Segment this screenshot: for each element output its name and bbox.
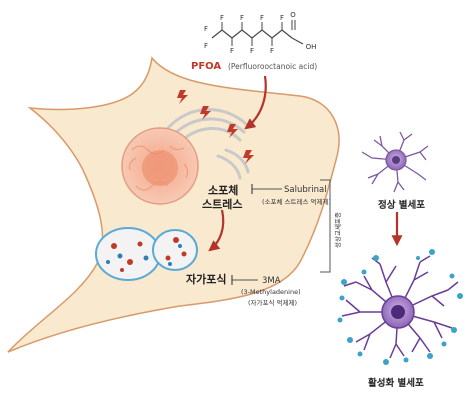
atom-f: F (204, 25, 208, 33)
nucleus (121, 127, 199, 205)
er-stress-label-line1: 소포체 (208, 183, 238, 197)
pfoa-fullname: (Perfluorooctanoic acid) (228, 62, 317, 71)
atom-f: F (220, 14, 224, 22)
3ma-fullname: (3-Methyladenine) (241, 288, 301, 296)
normal-astrocyte (361, 131, 429, 193)
activated-astrocyte (341, 255, 459, 359)
atom-f: F (240, 14, 244, 22)
pathway-arrows (208, 75, 403, 252)
atom-f: F (270, 47, 274, 55)
atom-f: F (260, 14, 264, 22)
er-stress-label-line2: 스트레스 (202, 197, 242, 211)
atom-o: O (290, 11, 296, 19)
3ma-label: 3MA (262, 276, 281, 286)
bolt-icon (227, 124, 238, 138)
normal-astrocyte-label: 정상 별세포 (378, 199, 425, 211)
astrogliosis-label: 성상교세포증 (333, 212, 342, 248)
pfoa-label: PFOA (191, 61, 221, 72)
group-oh: OH (306, 43, 317, 51)
bolt-icon (177, 90, 188, 104)
stress-to-autophagy-arrow (208, 209, 225, 252)
pfoa-structure: F F F F F F F F F O OH (204, 11, 316, 55)
3ma-note: (자가포식 억제제) (248, 298, 297, 307)
atom-f: F (230, 47, 234, 55)
atom-f: F (250, 47, 254, 55)
bolt-icon (243, 150, 254, 164)
salubrinal-note: (소포체 스트레스 억제제) (262, 197, 331, 206)
activated-astrocyte-vesicles (337, 249, 463, 365)
activated-astrocyte-label: 활성화 별세포 (368, 377, 424, 389)
bolt-icon (200, 106, 211, 120)
salubrinal-label: Salubrinal (284, 185, 327, 195)
pfoa-to-er-arrow (244, 75, 267, 130)
autophagosome (95, 227, 198, 281)
atom-f: F (280, 14, 284, 22)
cell-body (7, 56, 340, 353)
fluorine-atoms: F F F F F F F F F (204, 14, 284, 55)
atom-f: F (204, 42, 208, 50)
astrogliosis-bracket (320, 179, 331, 273)
autophagy-label: 자가포식 (186, 272, 226, 286)
